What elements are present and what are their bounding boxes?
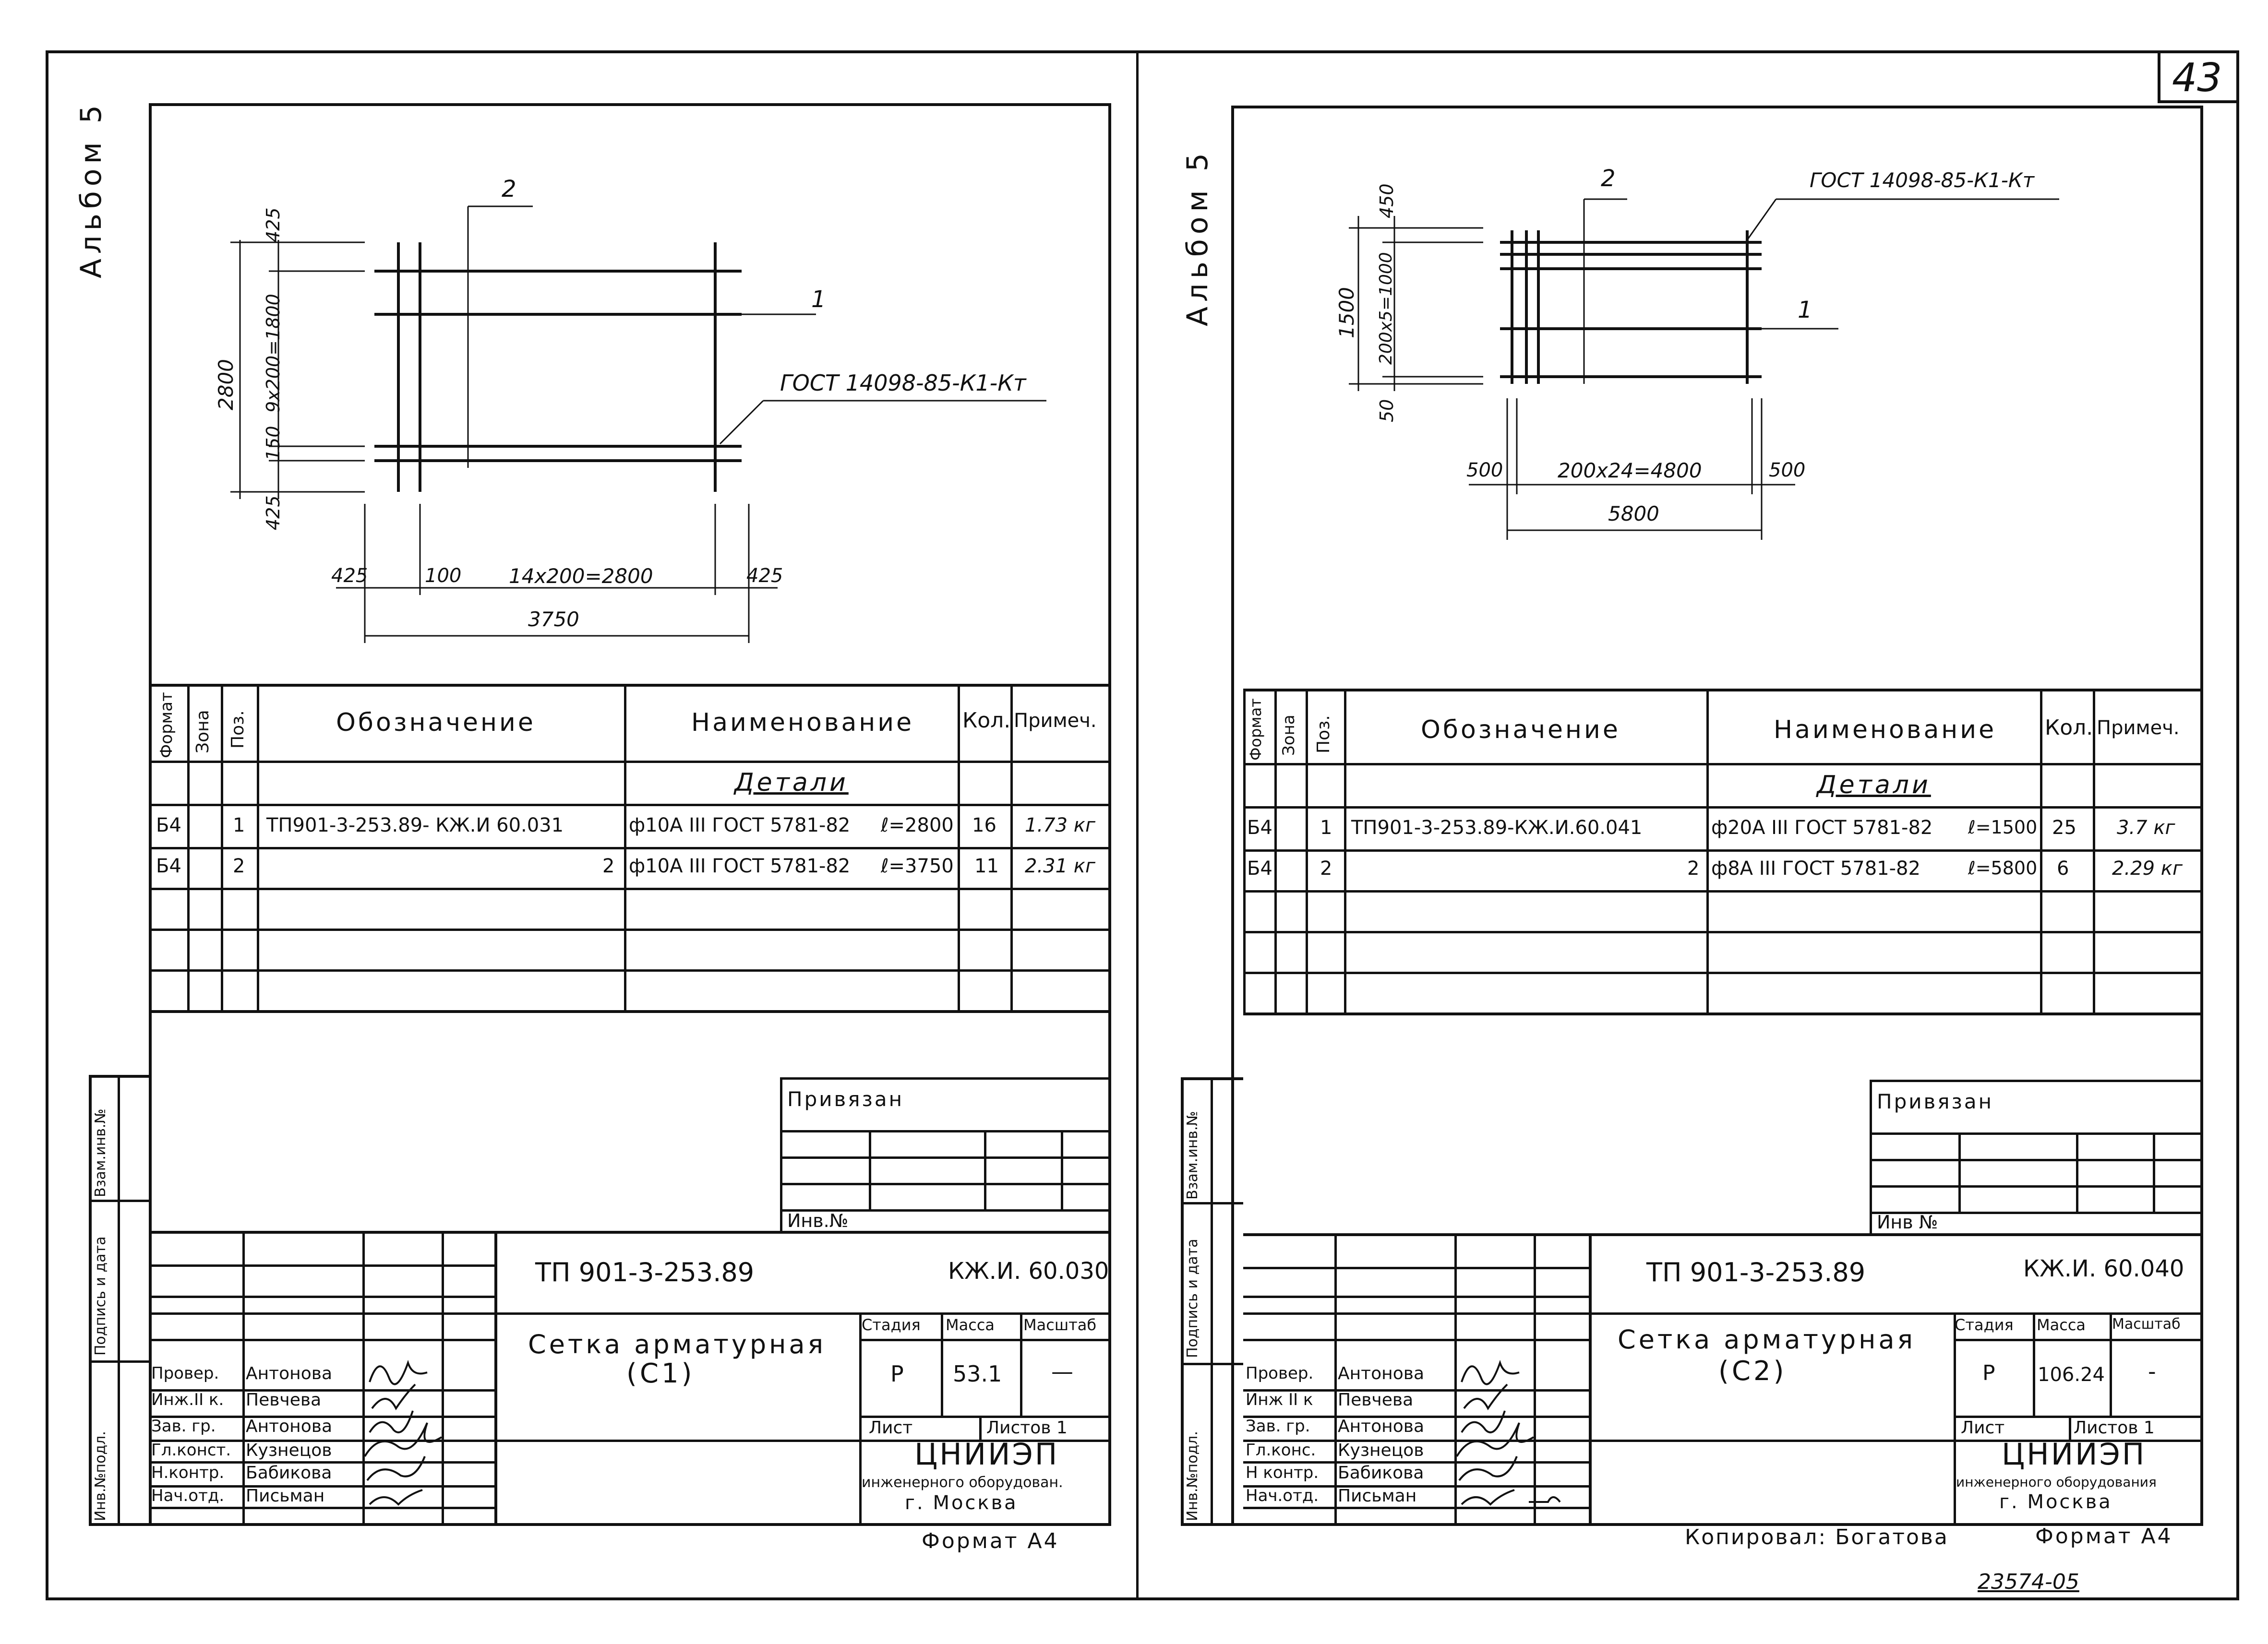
privyazan-label: Привязан <box>787 1087 904 1111</box>
dim2-cols: 200x24=4800 <box>1558 459 1702 482</box>
hdr2-designation: Обозначение <box>1421 715 1620 744</box>
tb-title-2: (С1) <box>626 1358 695 1389</box>
tb2-code: КЖ.И. 60.040 <box>2023 1255 2184 1282</box>
tb2-mass: 106.24 <box>2038 1364 2105 1386</box>
hdr-name: Наименование <box>691 708 914 737</box>
callout-2: 2 <box>502 176 516 203</box>
tb-org-sub: инженерного оборудован. <box>862 1474 1063 1491</box>
tb2-h-scale: Масштаб <box>2112 1316 2181 1333</box>
sheet-number-box <box>2158 50 2239 103</box>
outer-frame <box>46 50 2239 1600</box>
stamp-number: 23574-05 <box>1978 1570 2079 1594</box>
section-details-2: Детали <box>1817 771 1931 799</box>
tb2-city: г. Москва <box>1999 1491 2112 1513</box>
tb2-stage: Р <box>1982 1361 1995 1385</box>
dim-right-425: 425 <box>746 565 783 587</box>
tb2-org-sub: инженерного оборудования <box>1956 1474 2157 1490</box>
hdr2-qty: Кол. <box>2045 715 2093 740</box>
hdr-designation: Обозначение <box>336 708 536 737</box>
tb-mass: 53.1 <box>953 1361 1002 1387</box>
callout2-1: 1 <box>1798 297 1812 323</box>
sheet-number: 43 <box>2172 55 2222 101</box>
dim-left-425: 425 <box>331 565 368 587</box>
privyazan-label-2: Привязан <box>1877 1090 1994 1113</box>
tb-title-1: Сетка арматурная <box>528 1329 827 1359</box>
dim2-right-500: 500 <box>1769 459 1806 481</box>
gost-label: ГОСТ 14098-85-К1-Кт <box>780 370 1026 396</box>
tb2-sheet-lbl: Лист <box>1961 1418 2005 1438</box>
callout-1: 1 <box>811 286 826 313</box>
tb-h-scale: Масштаб <box>1023 1316 1097 1334</box>
dim-cols: 14x200=2800 <box>509 564 653 588</box>
tb2-format: Формат А4 <box>2035 1524 2173 1549</box>
mesh-drawing-2 <box>1349 198 2059 540</box>
drawing-frame <box>149 103 1111 1526</box>
tb-format: Формат А4 <box>922 1529 1059 1553</box>
gost-label-2: ГОСТ 14098-85-К1-Кт <box>1810 168 2035 192</box>
inv-no-label-2: Инв № <box>1877 1212 1938 1233</box>
tb-code: КЖ.И. 60.030 <box>948 1258 1109 1285</box>
tb2-org: ЦНИИЭП <box>2002 1437 2147 1472</box>
sheet-divider <box>1136 50 1139 1600</box>
tb2-title-1: Сетка арматурная <box>1618 1324 1916 1355</box>
tb-scale: — <box>1051 1358 1073 1384</box>
hdr2-note: Примеч. <box>2097 717 2180 739</box>
hdr-note: Примеч. <box>1014 710 1097 732</box>
dim-100: 100 <box>425 565 462 587</box>
tb2-title-2: (С2) <box>1718 1356 1787 1387</box>
signatures-2 <box>1456 1359 1561 1506</box>
inv-no-label: Инв.№ <box>787 1210 849 1231</box>
tb-sheets-lbl: Листов 1 <box>986 1418 1068 1438</box>
tb-city: г. Москва <box>905 1492 1018 1514</box>
hdr-qty: Кол. <box>962 708 1011 733</box>
dim-total-w: 3750 <box>528 608 579 631</box>
tb2-h-mass: Масса <box>2037 1316 2086 1334</box>
tb-project: ТП 901-3-253.89 <box>535 1257 755 1287</box>
dim2-total-w: 5800 <box>1608 502 1659 525</box>
tb-h-mass: Масса <box>946 1316 995 1334</box>
tb-org: ЦНИИЭП <box>914 1437 1059 1472</box>
signatures <box>364 1359 443 1506</box>
callout2-2: 2 <box>1601 165 1616 192</box>
mesh-drawing <box>230 205 1046 643</box>
tb2-h-stage: Стадия <box>1955 1316 2014 1334</box>
drawing-frame-2 <box>1231 106 2203 1526</box>
dim2-left-500: 500 <box>1466 459 1503 481</box>
tb2-sheets-lbl: Листов 1 <box>2074 1418 2155 1438</box>
tb-stage: Р <box>890 1361 904 1387</box>
tb2-scale: - <box>2148 1358 2156 1384</box>
hdr2-name: Наименование <box>1774 715 1997 744</box>
tb-h-stage: Стадия <box>862 1316 921 1334</box>
tb-sheet-lbl: Лист <box>869 1418 913 1438</box>
section-details: Детали <box>734 768 849 797</box>
tb2-project: ТП 901-3-253.89 <box>1646 1257 1866 1287</box>
copied-by: Копировал: Богатова <box>1685 1525 1949 1549</box>
